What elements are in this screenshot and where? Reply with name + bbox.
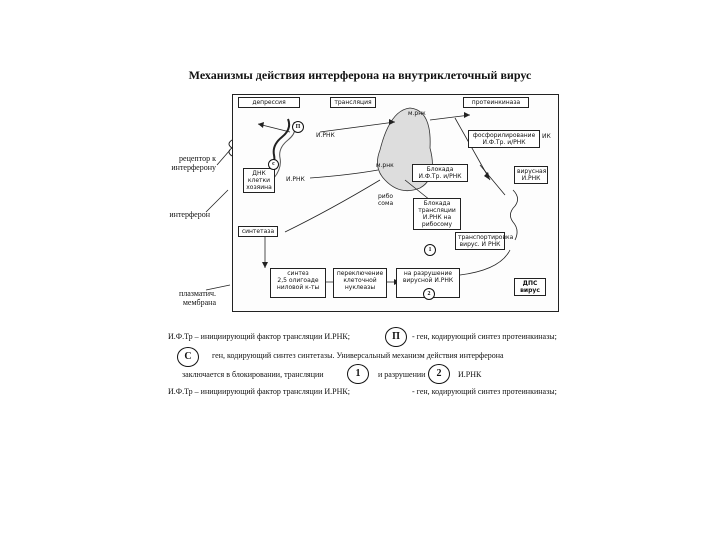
- interferon-label: интерферон: [169, 210, 210, 219]
- legend-2-circle: 2: [428, 364, 450, 384]
- membrane-label: плазматич. мембрана: [178, 289, 216, 307]
- receptor-label: рецептор к интерферону: [171, 154, 216, 172]
- translation-block-box: Блокада трансляции И.РНК на рибосому: [413, 198, 461, 230]
- protein-kinase-label: протеинкиназа: [463, 97, 529, 108]
- legend-line3-b: и разрушении: [378, 370, 426, 379]
- translation-label: трансляция: [330, 97, 376, 108]
- host-dna-box: ДНК клетки хозяина: [243, 168, 275, 193]
- marker-1: 1: [424, 244, 436, 256]
- gene-p-marker: П: [292, 121, 304, 133]
- transport-box: транспортировка вирус. И РНК: [455, 232, 513, 250]
- phosphorylation-box: фосфорилирование И.Ф.Тр. и/РНК: [468, 130, 540, 148]
- pk-side-label: ИК: [542, 133, 551, 140]
- legend-1-circle: 1: [347, 364, 369, 384]
- page-title: Механизмы действия интерферона на внутри…: [188, 68, 532, 82]
- depression-label: депрессия: [238, 97, 300, 108]
- marker-2: 2: [423, 288, 435, 300]
- legend-line2: ген, кодирующий синтез синтетазы. Универ…: [212, 351, 504, 360]
- irnk-label-2: И.РНК: [286, 176, 305, 183]
- legend-p-circle: П: [385, 327, 407, 347]
- legend-line1-b: - ген, кодирующий синтез протеинкиназы;: [412, 332, 557, 341]
- oligoadenylate-box: синтез 2,5 олигоаде ниловой к-ты: [270, 268, 326, 298]
- blockade-box: Блокада И.Ф.Тр. и/РНК: [412, 164, 468, 182]
- synthetase-label: синтетаза: [238, 226, 278, 237]
- mrna-top-label: м.рнк: [408, 110, 426, 117]
- gene-c-marker: с: [268, 159, 279, 170]
- legend-line1-a: И.Ф.Тр – инициирующий фактор трансляции …: [168, 332, 350, 341]
- dps-virus-box: ДПС вирус: [514, 278, 546, 296]
- irnk-label-1: И.РНК: [316, 132, 335, 139]
- ribosome-label: рибо сома: [378, 193, 394, 207]
- legend-line3-a: заключается в блокировании, трансляции: [182, 370, 324, 379]
- legend-line4-a: И.Ф.Тр – инициирующий фактор трансляции …: [168, 387, 350, 396]
- nuclease-switch-box: переключение клеточной нуклеазы: [333, 268, 387, 298]
- legend-line4-b: - ген, кодирующий синтез протеинкиназы;: [412, 387, 557, 396]
- viral-mrna-box: вирусная И.РНК: [514, 166, 548, 184]
- legend-line3-c: И.РНК: [458, 370, 482, 379]
- mrna-mid-label: м.рнк: [376, 162, 394, 169]
- legend-c-circle: С: [177, 347, 199, 367]
